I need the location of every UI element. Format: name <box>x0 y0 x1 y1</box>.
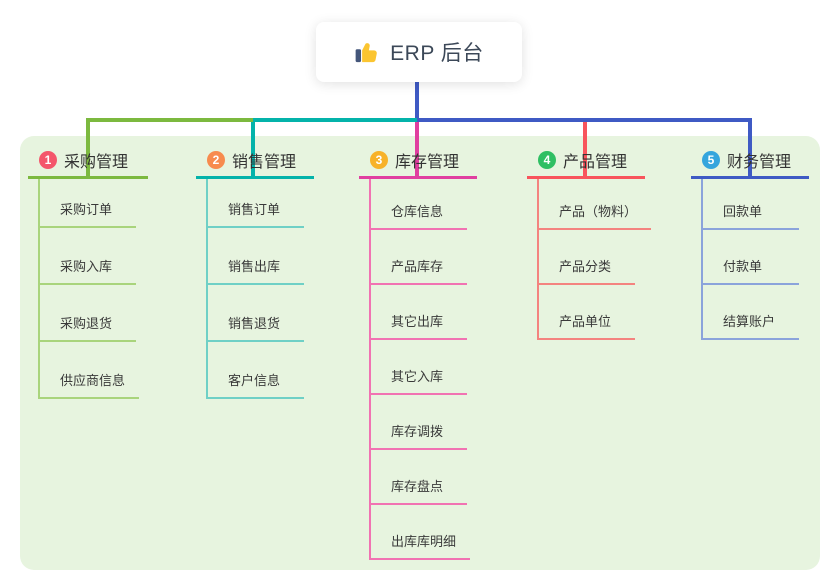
trunk-connector-right <box>417 118 752 122</box>
branch-drop-line <box>251 122 255 176</box>
branch-number-badge-icon: 2 <box>207 151 225 169</box>
branches-background-panel <box>20 136 820 570</box>
thumbs-up-icon <box>355 43 377 63</box>
branch-drop-line <box>748 122 752 176</box>
mindmap-node[interactable]: 仓库信息 <box>371 179 467 230</box>
mindmap-node[interactable]: 产品库存 <box>371 230 467 285</box>
mindmap-node[interactable]: 库存调拨 <box>371 395 467 450</box>
root-node[interactable]: ERP 后台 <box>316 22 522 82</box>
root-node-title: ERP 后台 <box>390 42 484 65</box>
mindmap-node[interactable]: 出库库明细 <box>371 505 471 560</box>
mindmap-node[interactable]: 销售出库 <box>208 228 304 285</box>
branch-items-connector: 销售订单 销售出库 销售退货 客户信息 <box>206 179 304 399</box>
branch-title: 销售管理 <box>232 154 297 171</box>
root-connector-line <box>415 80 419 118</box>
branch-number-badge-icon: 5 <box>702 151 720 169</box>
branch-header-product[interactable]: 4 产品管理 <box>527 144 645 179</box>
branch-title: 库存管理 <box>395 154 460 171</box>
mindmap-node[interactable]: 产品单位 <box>539 285 635 340</box>
mindmap-node[interactable]: 采购订单 <box>40 179 136 228</box>
branch-title: 产品管理 <box>563 154 628 171</box>
mindmap-node[interactable]: 付款单 <box>703 230 799 285</box>
branch-items-connector: 产品（物料） 产品分类 产品单位 <box>537 179 652 340</box>
mindmap-node[interactable]: 采购退货 <box>40 285 136 342</box>
branch-drop-line <box>86 122 90 176</box>
mindmap-node[interactable]: 结算账户 <box>703 285 799 340</box>
branch-drop-line <box>415 122 419 176</box>
branch-number-badge-icon: 4 <box>538 151 556 169</box>
mindmap-node[interactable]: 销售订单 <box>208 179 304 228</box>
mindmap-node[interactable]: 销售退货 <box>208 285 304 342</box>
mindmap-node[interactable]: 客户信息 <box>208 342 304 399</box>
mindmap-node[interactable]: 产品分类 <box>539 230 635 285</box>
branch-items-connector: 回款单 付款单 结算账户 <box>701 179 799 340</box>
branch-header-purchase[interactable]: 1 采购管理 <box>28 144 148 179</box>
branch-items-connector: 采购订单 采购入库 采购退货 供应商信息 <box>38 179 140 399</box>
mindmap-node[interactable]: 供应商信息 <box>40 342 140 399</box>
branch-title: 采购管理 <box>64 154 129 171</box>
branch-header-sales[interactable]: 2 销售管理 <box>196 144 314 179</box>
mindmap-node[interactable]: 产品（物料） <box>539 179 652 230</box>
trunk-connector-left <box>86 118 253 122</box>
mindmap-node[interactable]: 其它出库 <box>371 285 467 340</box>
mindmap-node[interactable]: 库存盘点 <box>371 450 467 505</box>
mindmap-node[interactable]: 其它入库 <box>371 340 467 395</box>
mindmap-node[interactable]: 回款单 <box>703 179 799 230</box>
trunk-connector-middle <box>253 118 417 122</box>
branch-header-inventory[interactable]: 3 库存管理 <box>359 144 477 179</box>
branch-number-badge-icon: 1 <box>39 151 57 169</box>
branch-items-connector: 仓库信息 产品库存 其它出库 其它入库 库存调拨 库存盘点 出库库明细 <box>369 179 471 560</box>
branch-title: 财务管理 <box>727 154 792 171</box>
branch-drop-line <box>583 122 587 176</box>
mindmap-node[interactable]: 采购入库 <box>40 228 136 285</box>
branch-header-finance[interactable]: 5 财务管理 <box>691 144 809 179</box>
branch-number-badge-icon: 3 <box>370 151 388 169</box>
